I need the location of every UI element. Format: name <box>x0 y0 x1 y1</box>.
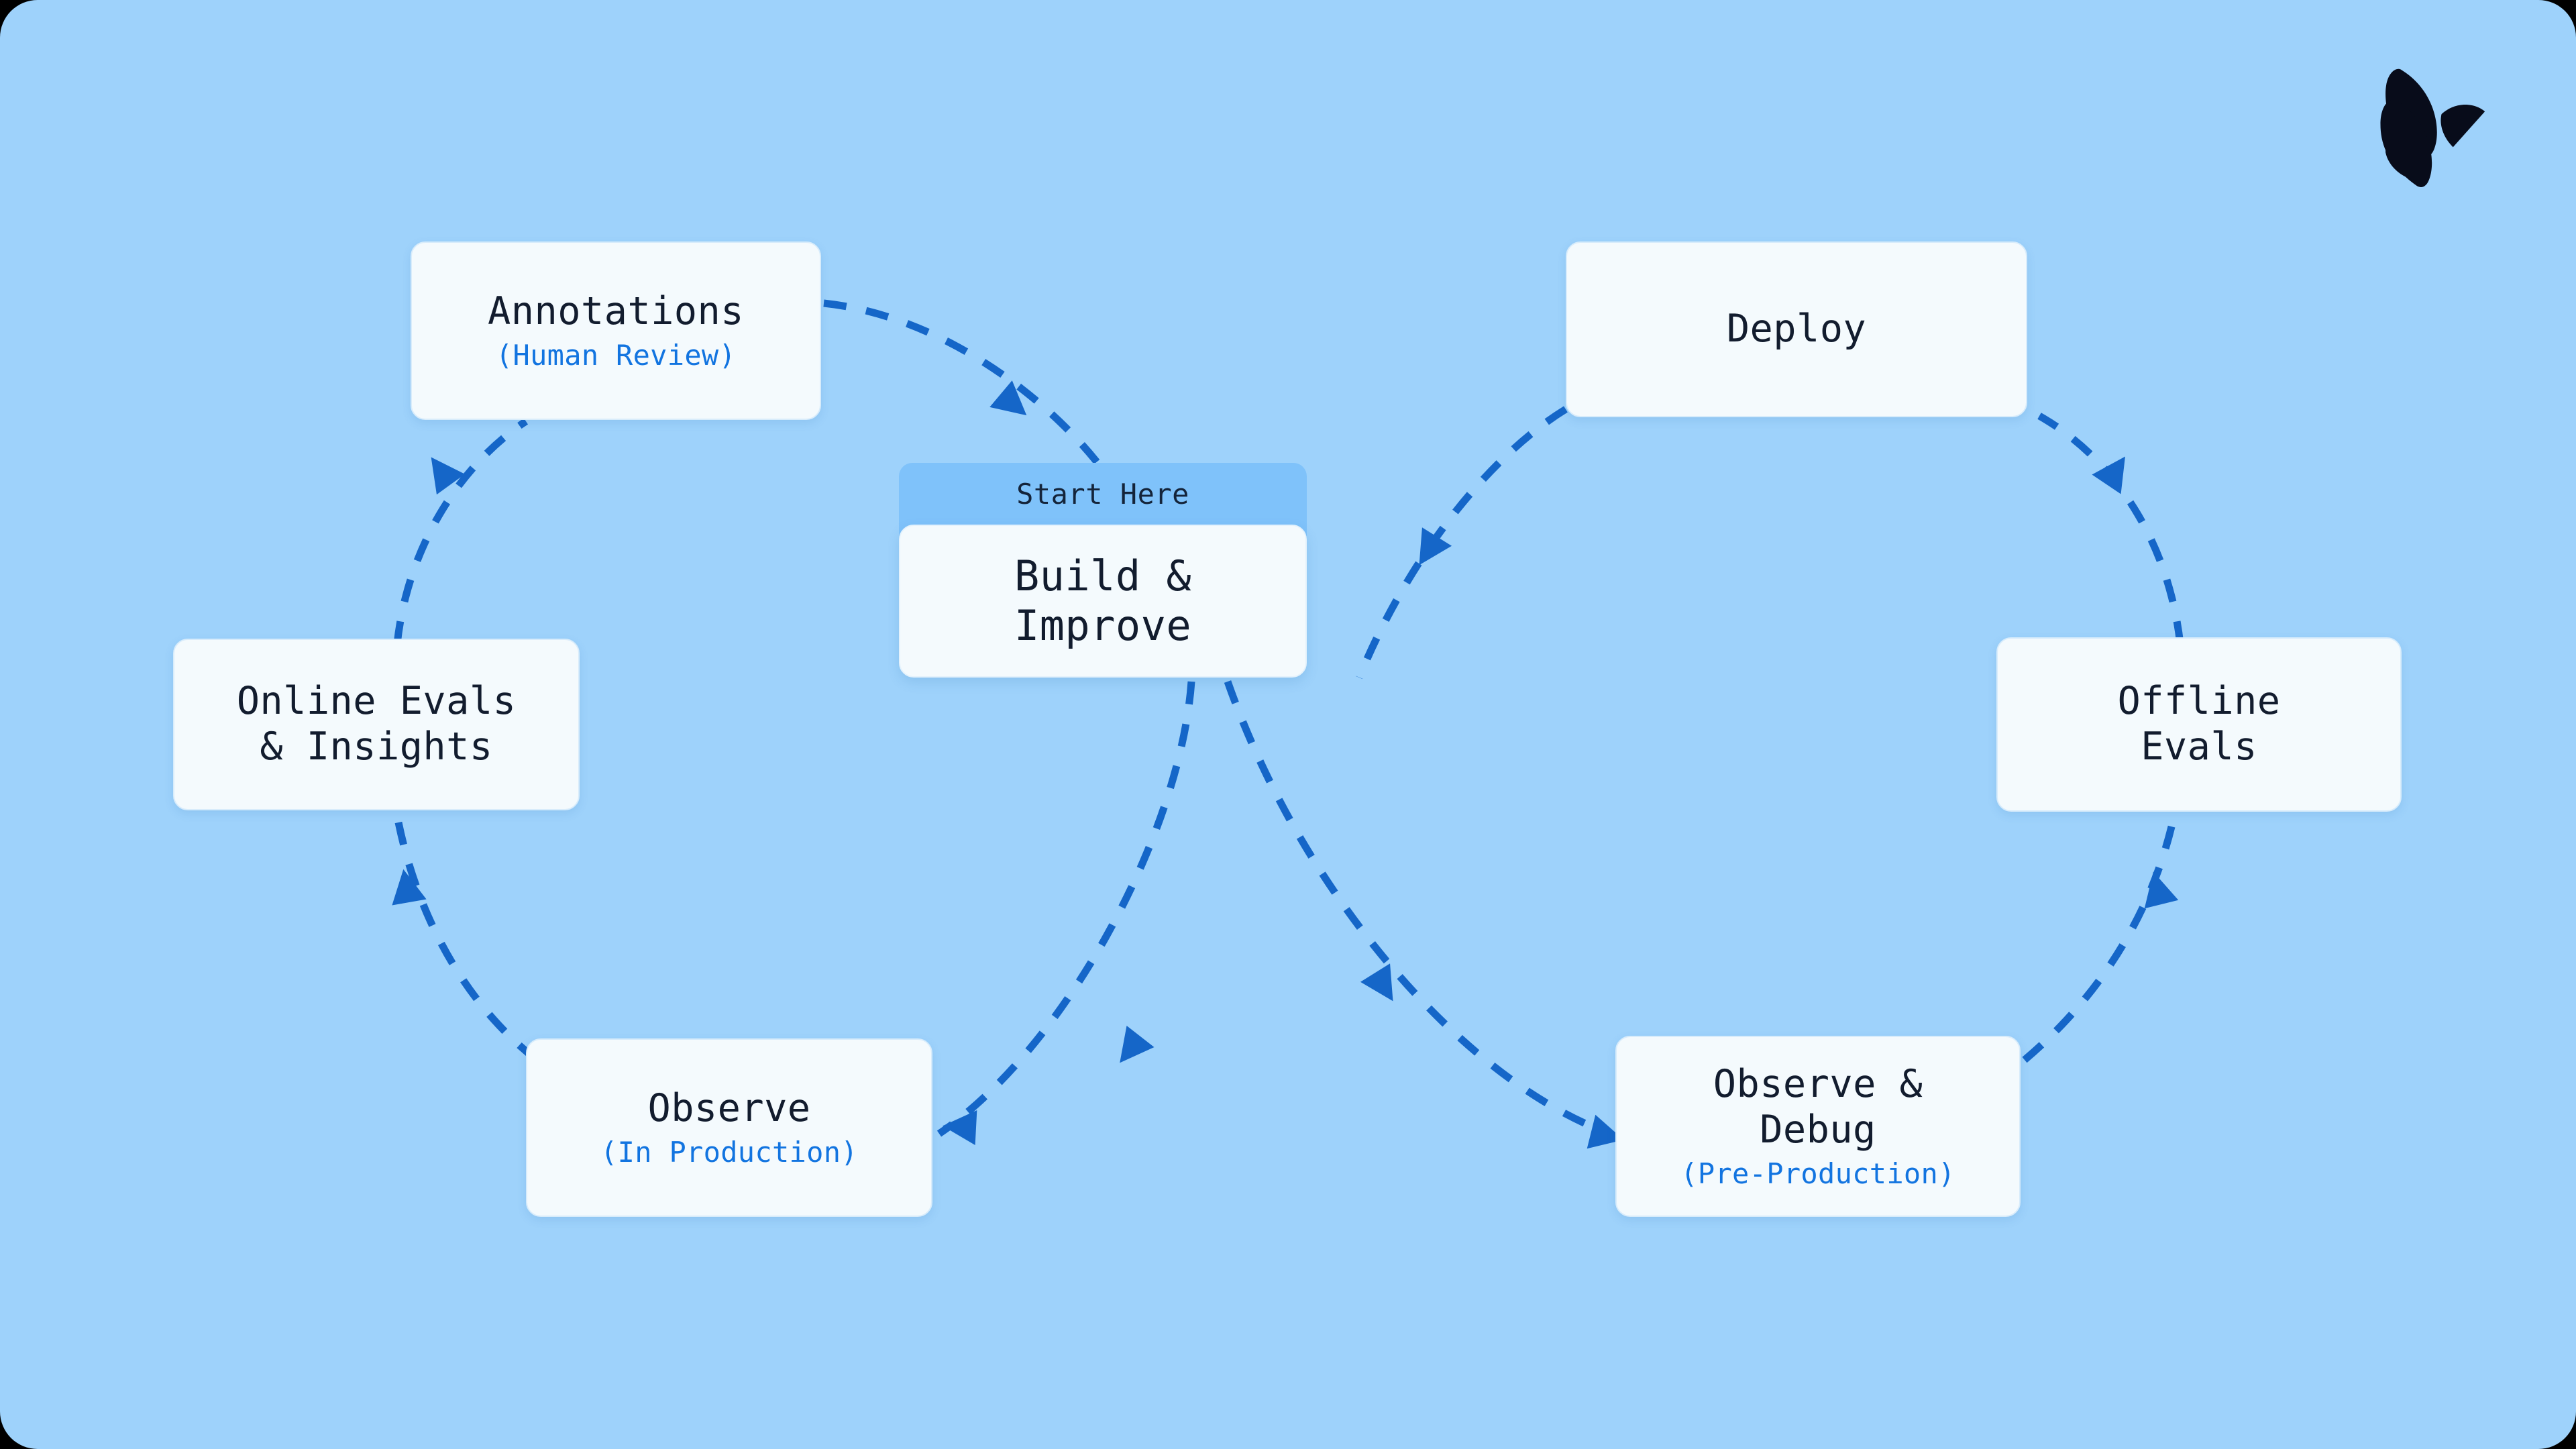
node-online-evals[interactable]: Online Evals & Insights <box>173 639 580 810</box>
node-offline-evals-title: Offline Evals <box>2117 679 2281 769</box>
node-observe-production-title: Observe <box>647 1085 811 1130</box>
arrowhead-into-observe-production <box>943 1110 977 1145</box>
braintrust-logo-icon <box>2380 68 2485 187</box>
node-deploy-title: Deploy <box>1726 307 1867 352</box>
node-offline-evals[interactable]: Offline Evals <box>1996 637 2402 812</box>
node-annotations[interactable]: Annotations (Human Review) <box>411 241 821 420</box>
arrowhead-build-observe-production <box>1120 1025 1155 1063</box>
arrowhead-build-observe-debug <box>1360 963 1393 1002</box>
node-annotations-subtitle: (Human Review) <box>495 338 737 372</box>
node-observe-production[interactable]: Observe (In Production) <box>526 1038 932 1217</box>
edge-annotations-to-build <box>823 299 1106 472</box>
node-online-evals-title: Online Evals & Insights <box>236 679 517 769</box>
node-observe-production-subtitle: (In Production) <box>600 1135 858 1169</box>
node-observe-debug[interactable]: Observe & Debug (Pre-Production) <box>1615 1036 2021 1217</box>
arrowhead-online-evals-annotations <box>431 457 466 495</box>
edge-offline-evals-to-deploy <box>2037 413 2184 645</box>
arrowhead-offline-evals-deploy <box>2092 456 2125 494</box>
edge-build-to-observe-production <box>936 681 1195 1137</box>
node-build-improve-title: Build & Improve <box>1014 551 1192 650</box>
edge-deploy-to-build <box>1355 406 1568 680</box>
node-annotations-title: Annotations <box>488 288 744 333</box>
node-deploy[interactable]: Deploy <box>1566 241 2027 417</box>
node-observe-debug-subtitle: (Pre-Production) <box>1680 1157 1955 1190</box>
arrowhead-observe-debug-offline-evals <box>2144 871 2179 909</box>
edge-build-to-observe-debug <box>1224 680 1611 1138</box>
node-observe-debug-title: Observe & Debug <box>1713 1061 1923 1152</box>
arrowhead-deploy-build <box>1419 527 1452 566</box>
edge-online-evals-to-annotations <box>393 418 529 645</box>
node-build-improve[interactable]: Build & Improve <box>899 525 1307 678</box>
start-here-label: Start Here <box>1016 478 1189 511</box>
arrowhead-annotations-build <box>989 380 1027 416</box>
arrowhead-observe-production-online-evals <box>392 869 427 906</box>
